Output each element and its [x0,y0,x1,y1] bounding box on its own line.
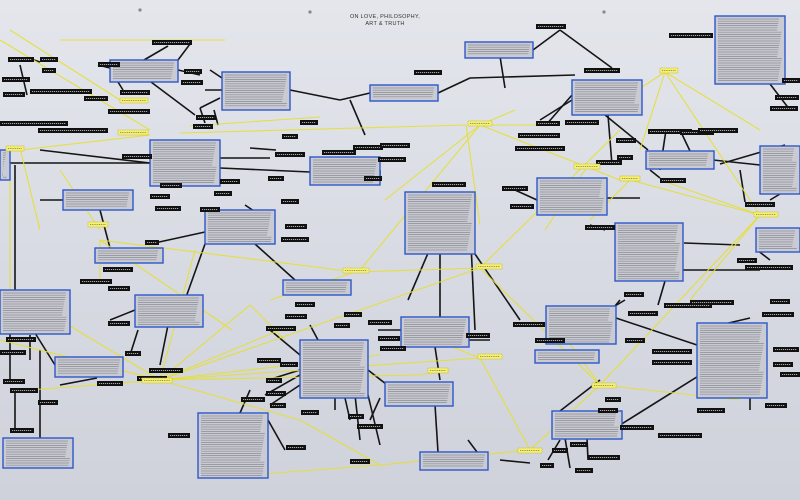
connector-line [117,81,124,91]
connector-line [539,99,573,121]
yellow-tag [659,67,679,74]
connector-line [434,346,441,381]
yellow-connector-line [299,419,381,466]
yellow-connector-line [465,124,481,226]
yellow-connector-line [19,134,151,151]
text-panel [0,289,71,335]
text-panel [400,316,470,348]
connector-line [712,159,761,166]
map-title: ON LOVE, PHILOSOPHY, ART & TRUTH [349,14,421,27]
yellow-connector-line [29,379,161,391]
connector-line [184,243,206,301]
connector-line [149,231,206,245]
yellow-connector-line [354,267,481,273]
text-panel [419,451,489,471]
text-panel [464,41,534,59]
connector-line [249,147,277,151]
yellow-connector-line [99,239,356,273]
connector-line [39,149,151,164]
yellow-connector-line [659,179,761,216]
connector-line [159,324,169,366]
connector-line [150,81,196,116]
connector-line [199,97,221,109]
text-panel [197,412,269,479]
connector-line [739,169,746,203]
connector-line [267,419,286,451]
yellow-tag [5,145,25,152]
connector-line [657,280,666,306]
connector-line [99,209,111,249]
connector-line [269,329,301,356]
yellow-connector-line [479,357,531,451]
connector-line [33,59,41,63]
connector-line [604,114,649,151]
yellow-connector-line [159,379,301,421]
yellow-connector-line [159,267,481,381]
pin-dot [308,10,312,14]
connector-line [649,169,661,179]
yellow-tag [119,97,149,104]
connector-line [469,74,576,79]
connector-line [177,43,191,61]
yellow-connector-line [664,71,761,216]
connector-line [434,404,439,453]
connector-line [289,89,341,101]
pin-dot [602,10,606,14]
connector-line [514,189,538,201]
connector-line [339,92,371,101]
connector-line [34,332,56,366]
yellow-connector-line [689,214,761,301]
yellow-connector-line [159,374,421,381]
connector-line [143,45,169,61]
pin-dot [138,8,142,12]
connector-line [109,309,136,321]
yellow-connector-line [179,124,467,134]
connector-line [683,242,741,246]
connector-line [367,394,381,446]
yellow-connector-line [0,39,151,131]
yellow-connector-line [159,304,251,381]
yellow-connector-line [629,179,761,216]
yellow-connector-line [664,71,761,131]
text-panel [759,145,800,195]
yellow-connector-line [479,124,621,181]
connector-line [532,29,561,51]
yellow-connector-line [599,214,761,386]
connector-line [769,193,781,201]
text-panel [221,71,291,111]
connector-line [614,299,621,307]
connector-line [437,77,471,94]
yellow-connector-line [249,304,286,341]
connector-line [559,29,613,69]
text-panel [645,150,715,170]
text-panel [2,437,74,469]
text-panel [534,349,600,364]
connector-line [586,437,589,461]
connector-line [349,99,366,136]
connector-line [545,94,573,126]
connector-line [369,397,381,421]
text-panel [0,149,11,181]
text-panel [204,209,276,245]
connector-line [209,69,223,79]
text-panel [696,322,768,399]
connector-line [619,374,701,426]
connector-line [499,459,531,464]
yellow-connector-line [9,29,121,101]
yellow-connector-line [19,147,41,231]
connector-line [219,167,311,173]
connector-line [59,377,98,386]
yellow-connector-line [639,71,666,151]
yellow-connector-line [384,124,481,201]
connector-line [615,317,698,346]
text-panel [369,84,439,102]
connector-line [129,329,139,356]
